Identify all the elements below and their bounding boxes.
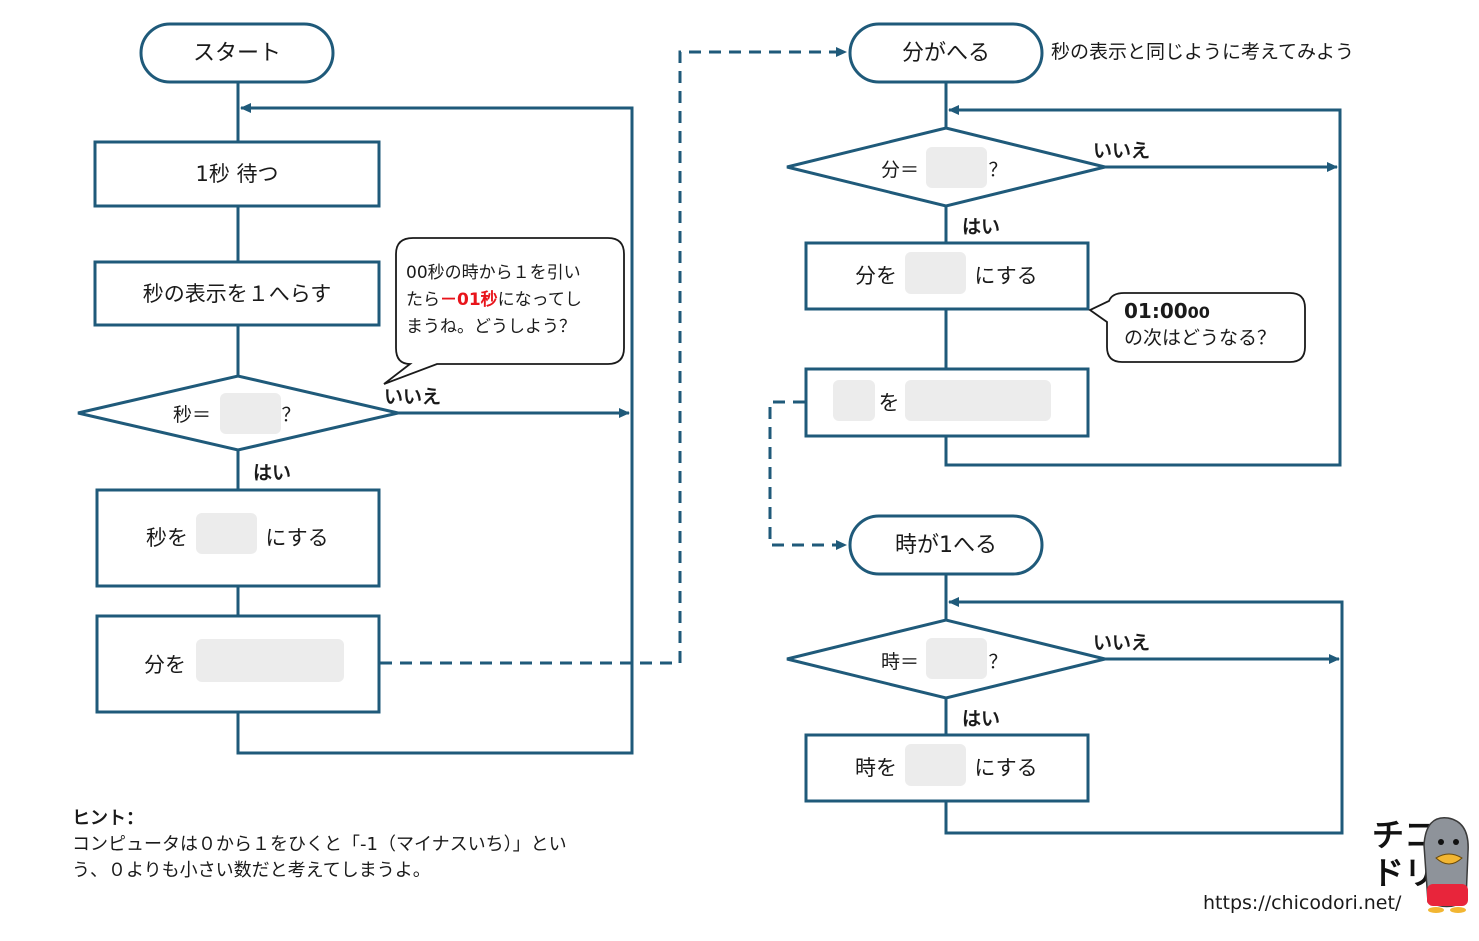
seconds-no-label: いいえ (384, 386, 441, 408)
seconds-set-blank[interactable] (196, 513, 257, 554)
minute-no-label: いいえ (1093, 140, 1150, 162)
hour-start-terminal: 時が1へる (848, 514, 1044, 576)
hour-yes-label: はい (962, 708, 1000, 730)
minute-decision: 分＝ ？ (786, 126, 1106, 208)
left-bubble-line1: 00秒の時から１を引い (406, 263, 581, 283)
left-bubble-line3: まうね。どうしよう？ (406, 317, 576, 337)
hour-set-blank[interactable] (905, 744, 966, 786)
left-bubble-emphasis: －01秒 (440, 289, 498, 310)
minute-adjust-process: 分を (95, 614, 381, 714)
minute-start-label: 分がへる (902, 41, 990, 66)
decrement-label: 秒の表示を１へらす (143, 282, 332, 306)
hour-set-suffix: にする (974, 756, 1037, 780)
seconds-cond-suffix: ？ (281, 404, 300, 426)
minute-speech-bubble: 01:0000 の次はどうなる？ (1088, 292, 1306, 363)
minute-flow (768, 82, 1342, 550)
minute-adjust-prefix: 分を (144, 653, 186, 677)
left-bubble-line2-c: になってし (498, 290, 582, 310)
hour-no-label: いいえ (1093, 632, 1150, 654)
minute-cond-suffix: ？ (988, 159, 1007, 181)
minute-set-blank[interactable] (905, 252, 966, 294)
hint-block: ヒント： コンピュータは０から１をひくと「-1（マイナスいち）」とい う、０より… (72, 806, 692, 884)
minute-note: 秒の表示と同じように考えてみよう (1051, 41, 1354, 63)
hint-title: ヒント： (72, 808, 144, 829)
minute-assign-mid: を (879, 391, 900, 415)
hour-set-process: 時を にする (804, 733, 1090, 803)
hour-cond-prefix: 時＝ (881, 651, 919, 673)
minute-cond-blank[interactable] (926, 147, 987, 188)
minute-cond-prefix: 分＝ (881, 159, 919, 181)
minute-start-terminal: 分がへる (848, 22, 1044, 84)
hour-start-label: 時が1へる (895, 533, 997, 558)
seconds-cond-prefix: 秒＝ (173, 404, 211, 426)
left-flow (236, 47, 847, 755)
seconds-set-suffix: にする (265, 526, 328, 550)
wait-label: 1秒 待つ (195, 162, 278, 186)
site-url[interactable]: https://chicodori.net/ (1203, 892, 1402, 914)
hour-cond-suffix: ？ (988, 651, 1007, 673)
minute-set-process: 分を にする (804, 241, 1090, 311)
minute-assign-target-blank[interactable] (833, 380, 875, 421)
minute-assign-process: を (804, 367, 1090, 438)
minute-bubble-time-small: 00 (1188, 303, 1210, 322)
hour-decision: 時＝ ？ (786, 618, 1106, 700)
seconds-set-process: 秒を にする (95, 488, 381, 588)
left-bubble-line2-a: たら (406, 290, 440, 310)
seconds-decision: 秒＝ ？ (77, 374, 399, 452)
wait-process: 1秒 待つ (93, 140, 381, 208)
hint-line1: コンピュータは０から１をひくと「-1（マイナスいち）」とい (72, 834, 567, 855)
decrement-process: 秒の表示を１へらす (93, 260, 381, 327)
hour-flow (944, 574, 1344, 835)
minute-set-prefix: 分を (855, 264, 897, 288)
minute-assign-value-blank[interactable] (905, 380, 1051, 421)
minute-yes-label: はい (962, 216, 1000, 238)
chicodori-logo: チコ ドリ (1372, 816, 1469, 913)
seconds-cond-blank[interactable] (220, 393, 281, 434)
minute-bubble-time: 01:00 (1124, 299, 1188, 323)
hour-set-prefix: 時を (855, 756, 897, 780)
bird-mascot-icon (1423, 817, 1469, 913)
left-speech-bubble: 00秒の時から１を引い たら－01秒になってし まうね。どうしよう？ (383, 237, 625, 385)
seconds-yes-label: はい (253, 462, 291, 484)
minute-adjust-blank[interactable] (196, 639, 344, 682)
hour-cond-blank[interactable] (926, 638, 987, 679)
left-bubble-line2: たら－01秒になってし (406, 289, 582, 310)
start-terminal: スタート (139, 22, 335, 84)
start-label: スタート (193, 41, 281, 66)
hint-line2: う、０よりも小さい数だと考えてしまうよ。 (72, 860, 431, 881)
minute-bubble-line1: 01:0000 (1124, 299, 1210, 323)
minute-bubble-line2: の次はどうなる？ (1124, 327, 1276, 349)
minute-set-suffix: にする (974, 264, 1037, 288)
seconds-set-prefix: 秒を (146, 526, 188, 550)
